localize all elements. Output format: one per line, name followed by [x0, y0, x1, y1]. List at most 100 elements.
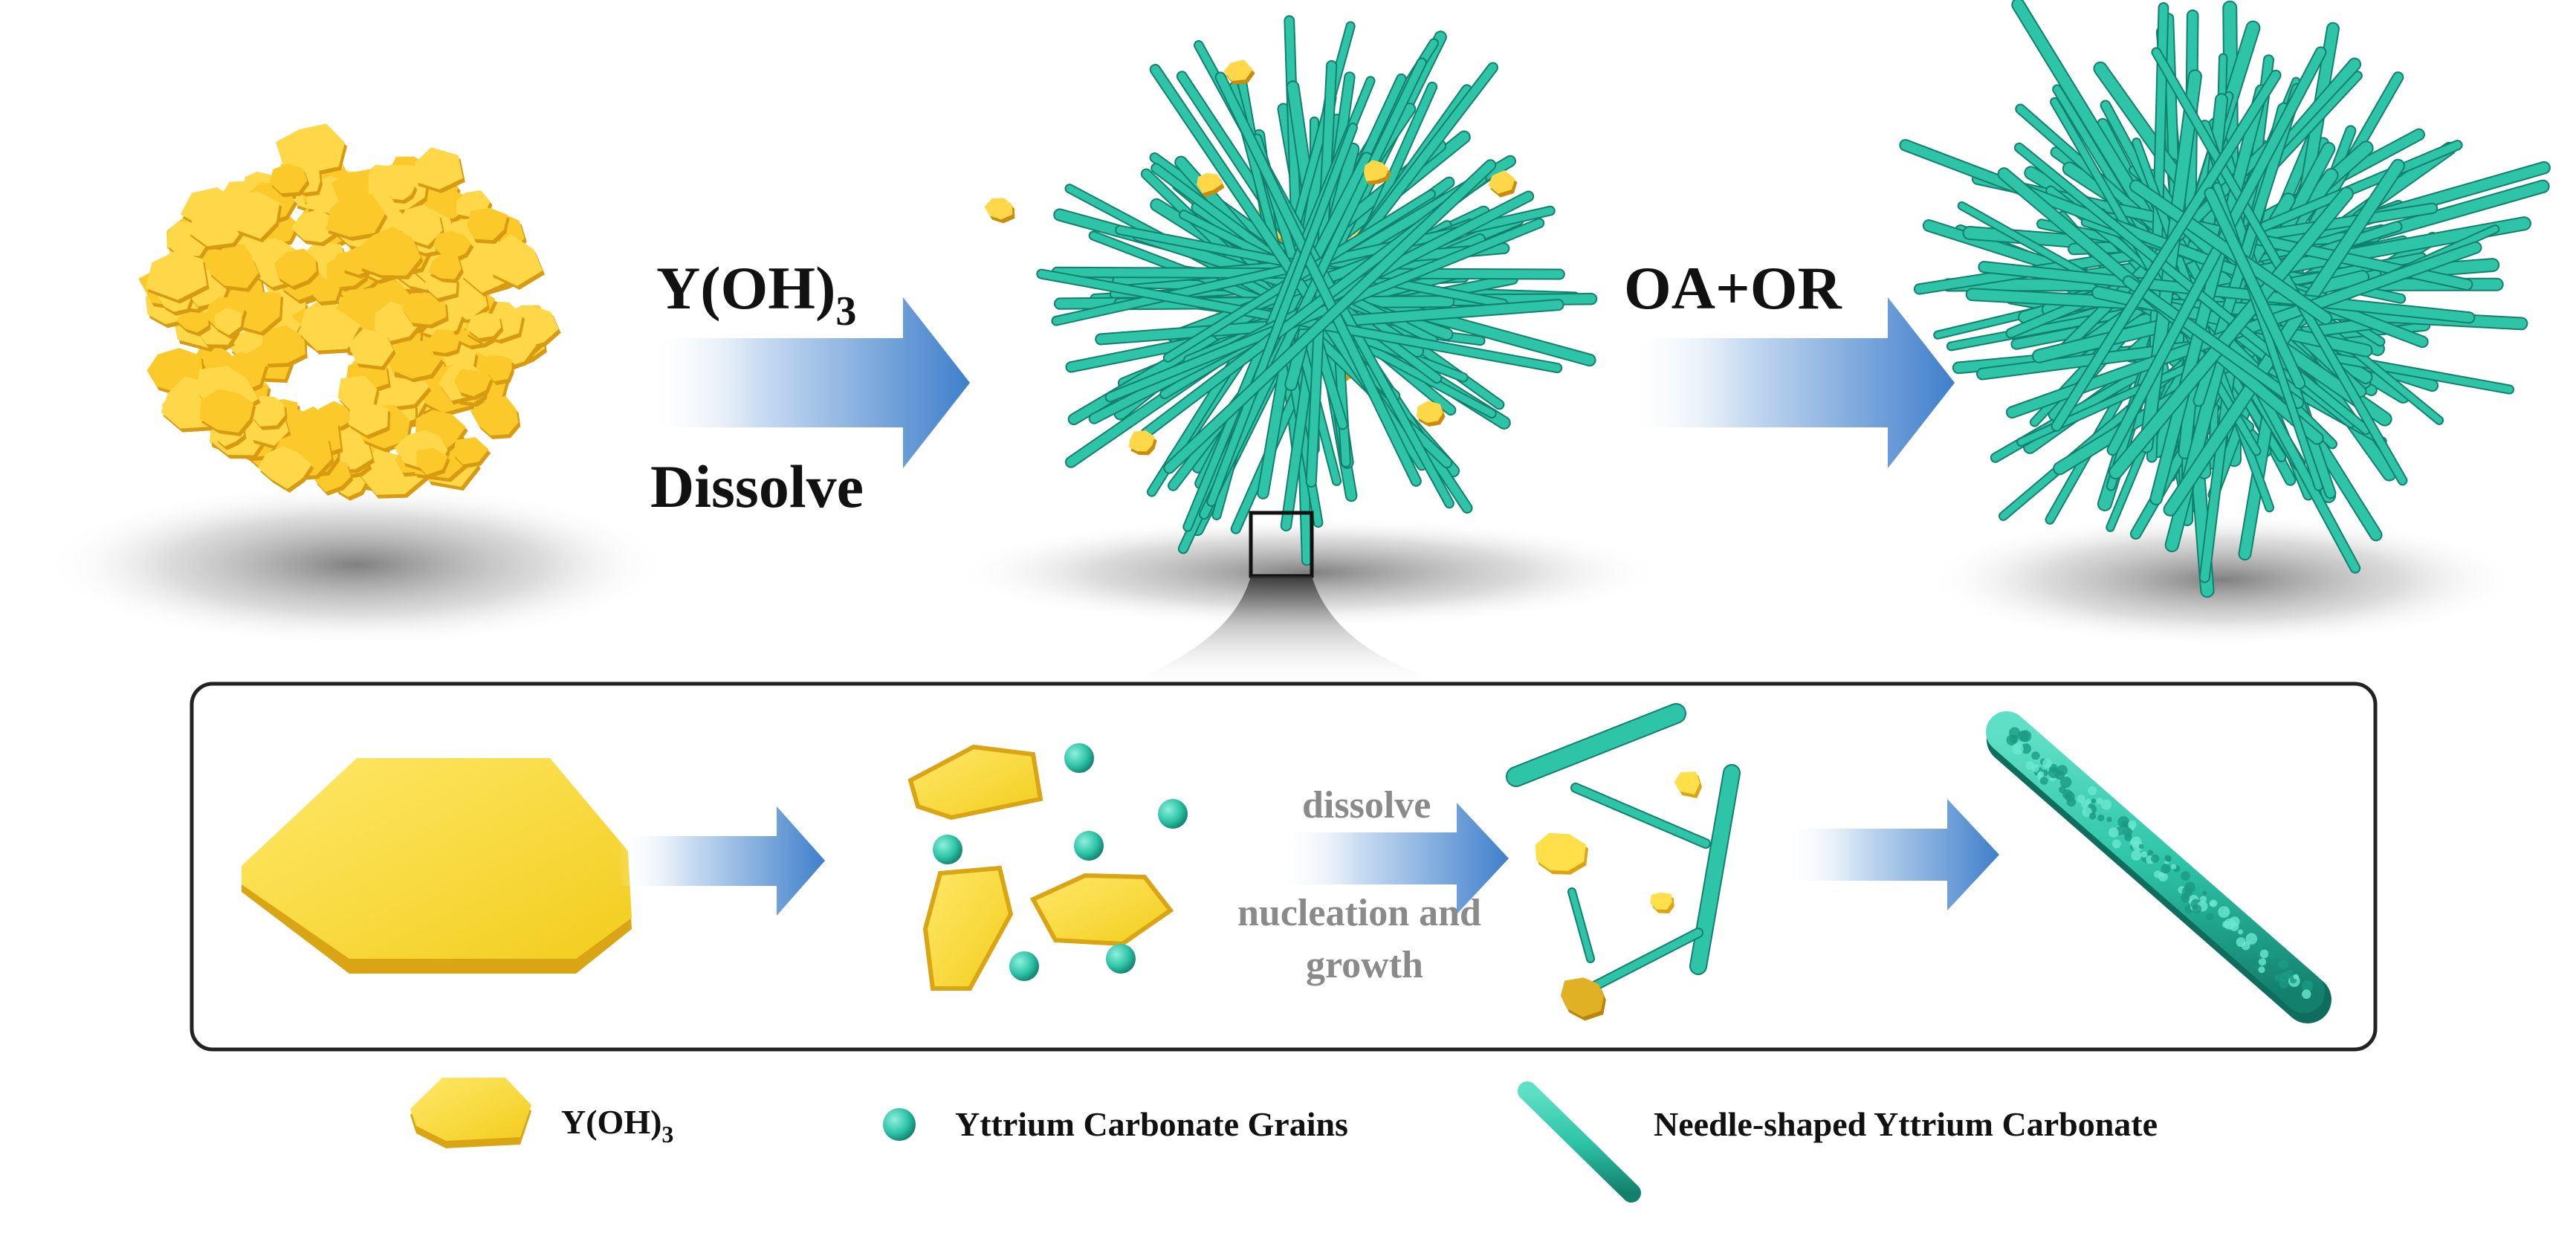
yoh3-cluster — [45, 123, 669, 647]
yoh3-plate-top — [401, 293, 447, 325]
yoh3-plate — [258, 446, 314, 493]
yoh3-plate-top — [470, 395, 519, 436]
inset-fragment-d-top — [1560, 977, 1604, 1017]
yoh3-plate — [228, 191, 282, 243]
needle-texture-dot — [2009, 727, 2021, 739]
yoh3-plate-top — [482, 355, 512, 382]
arrow-step1: Y(OH)3 Dissolve — [647, 254, 970, 520]
inset-fragment-a-top — [1535, 832, 1586, 871]
needle-texture-dot — [2192, 904, 2202, 914]
outer-plate — [1488, 169, 1518, 198]
needle-texture-dot — [2181, 886, 2193, 898]
mixed-needle — [1106, 219, 1544, 401]
needle-texture-dot — [2199, 896, 2207, 903]
needle-texture-dot — [2108, 827, 2119, 838]
carbonate-needle — [2052, 71, 2280, 430]
yoh3-plate-top — [214, 307, 243, 336]
inset-arrow-3 — [1784, 799, 1999, 910]
needle-texture-dot — [2279, 959, 2289, 969]
yoh3-plate — [453, 369, 493, 401]
yoh3-plate-top — [398, 204, 443, 246]
yoh3-plate — [467, 207, 510, 245]
needle-texture-dot — [2085, 798, 2091, 805]
yoh3-plate-top — [467, 207, 508, 241]
yoh3-plate-top — [487, 233, 543, 286]
growing-needle-4 — [1569, 889, 1593, 962]
carbonate-needle — [1979, 262, 2474, 323]
needle-texture-dot — [2021, 743, 2032, 754]
needle-texture-dot — [2224, 938, 2236, 948]
carbonate-needle — [2123, 276, 2303, 408]
needle-texture-dot — [2293, 974, 2299, 980]
inset-fragment-c-top — [1650, 892, 1672, 910]
legend-grains-label: Yttrium Carbonate Grains — [955, 1105, 1348, 1143]
needle-texture-dot — [2158, 872, 2168, 882]
yoh3-plate-top — [428, 329, 460, 354]
outer-plate — [1363, 160, 1391, 185]
inset-fragment-c — [1650, 892, 1674, 913]
yoh3-plate-top — [250, 395, 285, 427]
yoh3-plate — [453, 437, 491, 468]
needle-cluster-shadow — [1925, 513, 2520, 647]
legend-plate-icon-top — [410, 1078, 531, 1141]
needle-texture-dot — [2039, 777, 2048, 785]
inset-panel: dissolve nucleation and growth — [190, 682, 2378, 1052]
outer-plate — [1416, 401, 1446, 427]
outer-plate-top — [1488, 169, 1515, 194]
needle-texture-dot — [2088, 786, 2097, 796]
yoh3-plate — [145, 250, 210, 304]
needle-texture-dot — [2062, 789, 2073, 800]
fragment-2 — [922, 865, 1014, 991]
mixed-needle — [1208, 124, 1356, 505]
yoh3-plate — [414, 147, 465, 193]
yoh3-plate — [428, 253, 464, 283]
yoh3-plate-top — [428, 253, 462, 279]
yoh3-plate-top — [228, 191, 280, 239]
final-needle-texture — [2006, 727, 2314, 999]
needle-texture-dot — [2037, 771, 2045, 777]
needle-texture-dot — [2224, 918, 2236, 930]
yoh3-plate-top — [274, 248, 317, 287]
yoh3-plate — [274, 248, 320, 291]
outer-plate-top — [1223, 59, 1253, 81]
carbonate-needle — [2108, 48, 2326, 455]
needle-texture-dot — [2150, 854, 2160, 863]
yoh3-plate-cluster — [138, 123, 561, 501]
outer-plate — [1128, 430, 1157, 456]
needle-texture-dot — [2031, 751, 2040, 760]
yoh3-plate — [298, 309, 363, 355]
needle-texture-dot — [2031, 764, 2039, 772]
needle-texture-dot — [2082, 806, 2092, 818]
yoh3-plate-top — [453, 437, 489, 465]
outer-plate-top — [984, 198, 1013, 220]
inset-large-plate-top — [242, 758, 632, 959]
needle-texture-dot — [2059, 776, 2072, 789]
needle-texture-dot — [2106, 817, 2112, 823]
yoh3-plate — [176, 308, 211, 337]
outer-plate-top — [1197, 172, 1223, 194]
carbonate-needle — [2205, 188, 2305, 388]
needle-texture-dot — [2131, 850, 2141, 861]
needle-texture-dot — [2258, 966, 2265, 974]
yoh3-plate-top — [357, 226, 421, 276]
needle-texture-dot — [2132, 841, 2143, 852]
outer-plate-top — [1416, 401, 1443, 424]
needle-texture-dot — [2205, 913, 2213, 921]
yoh3-plate — [308, 278, 343, 305]
yoh3-plate — [326, 194, 388, 241]
yoh3-plate-top — [348, 402, 389, 436]
yoh3-plate-top — [433, 230, 472, 259]
needle-texture-dot — [2302, 989, 2311, 999]
needle-texture-dot — [2258, 958, 2267, 966]
inset-fragment-d — [1560, 977, 1606, 1021]
mixed-cluster-shadow — [951, 517, 1665, 628]
carbonate-needle — [2130, 181, 2331, 324]
inset-arrow-2-label-bottom-1: nucleation and — [1237, 892, 1481, 934]
needle-texture-dot — [2138, 844, 2144, 849]
legend-item-grains: Yttrium Carbonate Grains — [883, 1105, 1348, 1143]
needle-texture-dot — [2091, 798, 2097, 804]
yoh3-plate — [269, 164, 310, 198]
needle-texture-dot — [2055, 770, 2065, 780]
mixed-needle — [1216, 73, 1420, 485]
